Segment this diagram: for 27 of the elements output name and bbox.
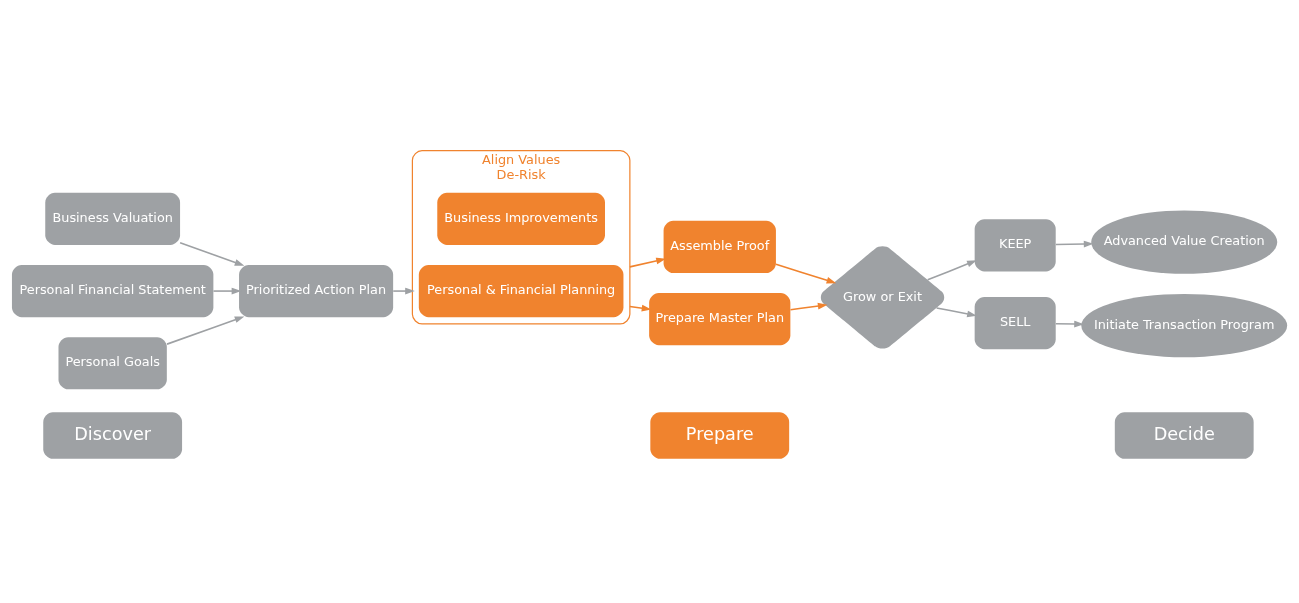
arrow — [1055, 320, 1084, 328]
arrow — [935, 307, 977, 318]
arrow — [629, 257, 666, 268]
arrow — [789, 302, 828, 311]
node-ellipse: Initiate Transaction Program — [1081, 293, 1288, 358]
arrow — [179, 241, 245, 266]
node-box: Business Improvements — [437, 192, 605, 245]
node-box: Assemble Proof — [663, 220, 776, 273]
node-ellipse: Advanced Value Creation — [1091, 210, 1278, 274]
node-box: Personal Goals — [58, 337, 167, 390]
arrow — [926, 260, 977, 281]
node-box: Prepare Master Plan — [649, 293, 791, 346]
node-box: Personal & Financial Planning — [418, 265, 624, 318]
node-box: Decide — [1114, 412, 1254, 459]
node-box: Prepare — [650, 412, 790, 459]
arrow — [775, 263, 837, 284]
arrow — [212, 287, 242, 295]
node-box: Business Valuation — [45, 192, 181, 245]
node-box: KEEP — [974, 219, 1056, 272]
node-box: Prioritized Action Plan — [239, 265, 394, 318]
arrow — [392, 287, 415, 295]
arrow — [1055, 240, 1094, 248]
arrow — [166, 316, 245, 345]
node-box: Discover — [43, 412, 183, 459]
arrow — [629, 304, 652, 312]
node-box: Personal Financial Statement — [11, 265, 214, 318]
node-box: SELL — [974, 297, 1056, 350]
